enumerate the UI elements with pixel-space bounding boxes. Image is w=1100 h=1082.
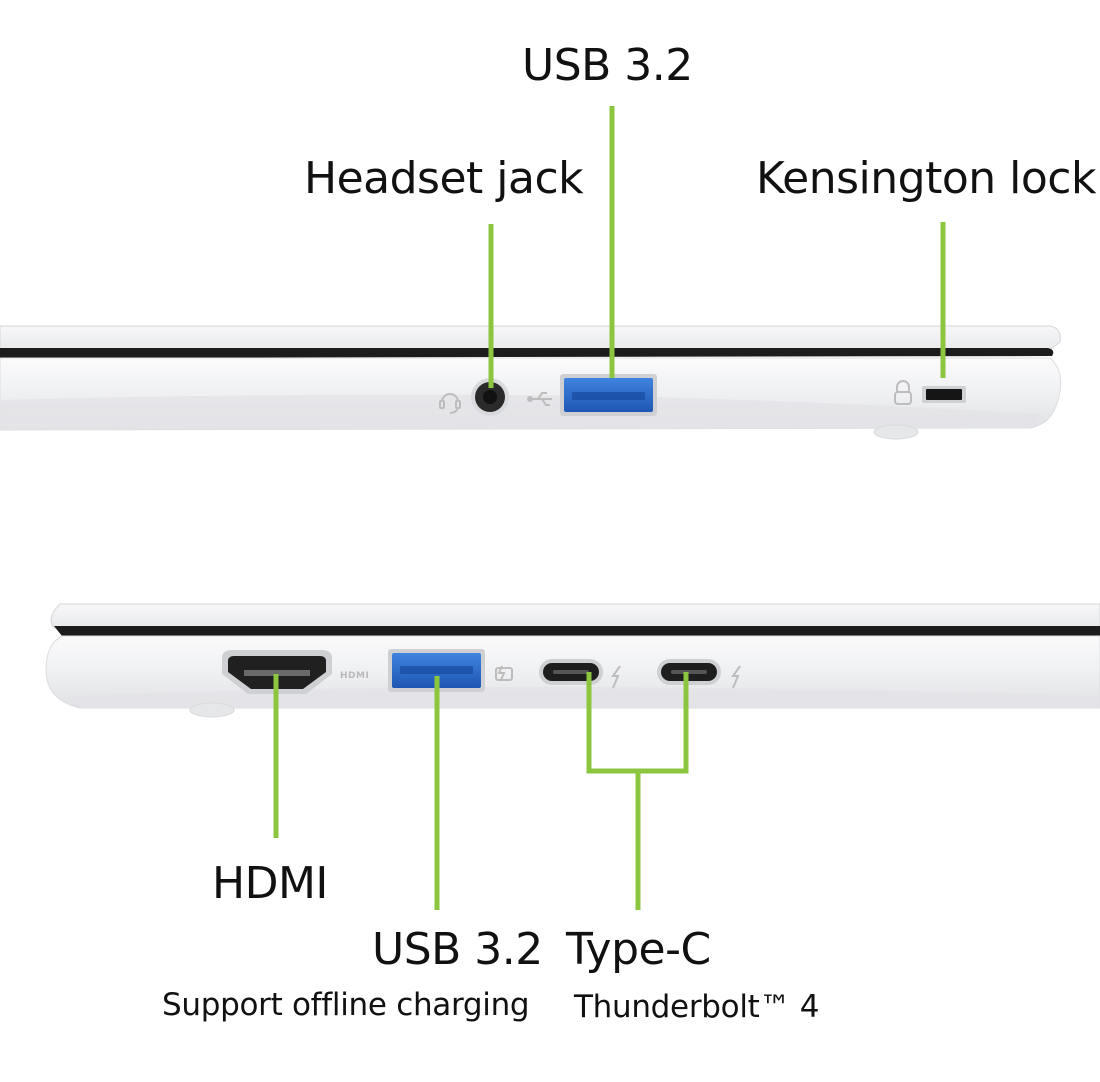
label-usb-bottom-sub: Support offline charging	[162, 987, 530, 1023]
label-headset-jack: Headset jack	[304, 153, 584, 204]
laptop-lid	[50, 603, 1100, 629]
leader-lines	[273, 106, 946, 910]
label-type-c-sub: Thunderbolt™ 4	[574, 989, 820, 1025]
label-kensington-lock: Kensington lock	[756, 153, 1096, 204]
laptop-seam	[54, 626, 1100, 636]
hdmi-port	[222, 650, 332, 694]
label-usb-top: USB 3.2	[522, 40, 693, 91]
hdmi-port-mark: HDMI	[340, 671, 370, 681]
usb-port-bottom	[388, 649, 485, 692]
label-usb-bottom: USB 3.2	[372, 924, 543, 975]
thunderbolt-icon	[611, 665, 621, 689]
thunderbolt-icon	[731, 665, 741, 689]
laptop-right-side	[0, 325, 1062, 440]
kensington-lock-hole	[926, 389, 962, 400]
type-c-port-2	[657, 659, 721, 685]
charging-icon	[495, 665, 513, 681]
laptop-foot	[189, 702, 235, 718]
label-hdmi: HDMI	[212, 858, 328, 909]
laptop-left-side	[45, 603, 1100, 718]
laptop-foot	[873, 424, 919, 440]
usb-port-top	[560, 374, 657, 416]
type-c-port-1	[539, 659, 603, 685]
usb-icon	[527, 392, 552, 406]
lock-icon	[894, 380, 912, 405]
headset-jack-port	[471, 378, 509, 416]
headset-icon	[439, 393, 461, 414]
laptop-base-shadow	[0, 394, 1040, 430]
laptop-lid	[0, 325, 1061, 351]
label-type-c: Type-C	[566, 924, 711, 975]
laptop-base-shadow	[70, 687, 1100, 708]
laptop-seam	[0, 348, 1054, 358]
